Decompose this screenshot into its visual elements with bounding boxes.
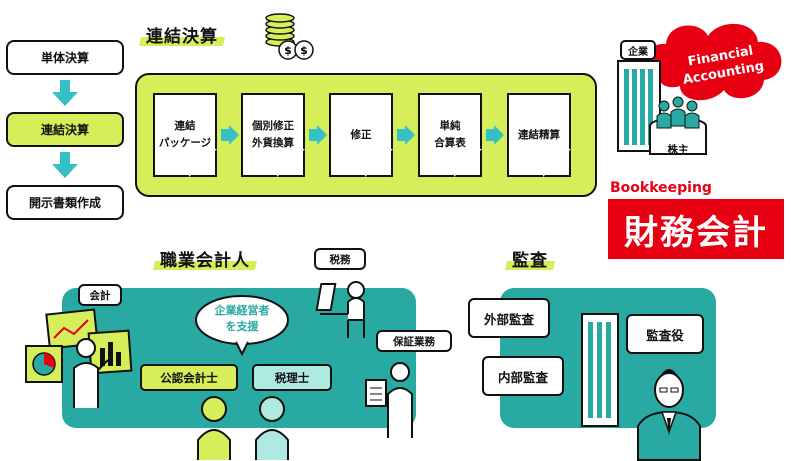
doc-line1: 個別修正 xyxy=(252,120,294,133)
internal-audit-bubble: 内部監査 xyxy=(482,356,564,396)
assurance-bubble: 保証業務 xyxy=(376,330,452,352)
doc-arrow-4 xyxy=(486,125,504,145)
doc-text: 個別修正外貨換算 xyxy=(252,118,294,152)
doc-line2: 合算表 xyxy=(434,137,466,149)
doc-individual-adjustment: 個別修正外貨換算 xyxy=(241,93,305,177)
audit-title-text: 監査 xyxy=(512,251,548,271)
doc-arrow-1 xyxy=(221,125,239,145)
support-bubble: 企業経営者 を支援 xyxy=(194,303,290,335)
assurance-worker-icon xyxy=(365,362,413,438)
accounting-bubble: 会計 xyxy=(78,284,122,306)
bookkeeping-en: Bookkeeping xyxy=(610,180,712,196)
doc-consolidation-worksheet: 連結精算 xyxy=(507,93,571,177)
consolidated-title-text: 連結決算 xyxy=(146,27,218,47)
support-bubble-shape xyxy=(195,295,289,357)
shareholders-label: 株主 xyxy=(660,142,696,157)
tax-bubble-text: 税務 xyxy=(329,253,351,266)
professionals-title: 職業会計人 xyxy=(153,246,257,271)
professionals-title-text: 職業会計人 xyxy=(160,251,250,271)
doc-line1: 連結精算 xyxy=(518,128,560,141)
doc-arrow-3 xyxy=(397,125,415,145)
zaimu-text: 財務会計 xyxy=(624,212,768,253)
cpa-figure-icon xyxy=(197,396,231,460)
flow-arrow-2 xyxy=(52,152,78,178)
doc-arrow-2 xyxy=(309,125,327,145)
auditor-text: 監査役 xyxy=(646,327,684,343)
flow-step-consolidated: 連結決算 xyxy=(6,112,124,147)
tax-bubble: 税務 xyxy=(314,248,366,270)
doc-adjustment: 修正 xyxy=(329,93,393,177)
flow-step-single-settlement: 単体決算 xyxy=(6,40,124,75)
shareholders-icon xyxy=(649,96,707,155)
support-line1: 企業経営者 xyxy=(214,304,270,317)
accounting-bubble-text: 会計 xyxy=(89,289,111,302)
flow-step-disclosure: 開示書類作成 xyxy=(6,185,124,220)
corporate-sign-text: 企業 xyxy=(628,46,648,58)
cpa-label-text: 公認会計士 xyxy=(160,370,218,385)
external-audit-bubble: 外部監査 xyxy=(468,298,550,338)
tax-accountant-label: 税理士 xyxy=(252,364,332,391)
internal-audit-text: 内部監査 xyxy=(497,369,548,385)
auditor-bubble: 監査役 xyxy=(626,314,704,354)
flow-step-label: 連結決算 xyxy=(40,123,89,137)
svg-text:$: $ xyxy=(300,44,308,57)
support-line2: を支援 xyxy=(225,320,259,333)
doc-line1: 単純 xyxy=(439,120,461,133)
tax-accountant-figure-icon xyxy=(255,396,289,460)
tax-worker-icon xyxy=(315,281,365,338)
doc-line2: 外貨換算 xyxy=(252,137,294,149)
svg-text:$: $ xyxy=(284,44,292,57)
flow-step-label: 開示書類作成 xyxy=(28,196,101,210)
audit-building-icon xyxy=(581,313,619,427)
doc-line1: 連結 xyxy=(174,120,196,133)
cpa-label: 公認会計士 xyxy=(140,364,238,391)
bookkeeping-text: Bookkeeping xyxy=(610,180,712,196)
assurance-bubble-text: 保証業務 xyxy=(393,335,435,348)
doc-line2: パッケージ xyxy=(158,137,212,149)
corporate-sign: 企業 xyxy=(620,40,656,60)
coins-icon: $ $ xyxy=(265,13,314,60)
presenter-figure-icon xyxy=(73,338,109,408)
doc-text: 単純合算表 xyxy=(434,118,466,152)
doc-line1: 修正 xyxy=(350,128,372,141)
audit-title: 監査 xyxy=(505,246,555,271)
external-audit-text: 外部監査 xyxy=(483,311,534,327)
red-cloud-badge xyxy=(646,23,782,101)
tax-accountant-text: 税理士 xyxy=(274,370,310,385)
financial-accounting-jp: 財務会計 xyxy=(608,199,784,259)
doc-text: 連結パッケージ xyxy=(159,118,211,152)
doc-simple-aggregate: 単純合算表 xyxy=(418,93,482,177)
auditor-figure-icon xyxy=(637,369,701,461)
flow-step-label: 単体決算 xyxy=(40,51,89,65)
flow-arrow-1 xyxy=(52,80,78,106)
doc-consolidation-package: 連結パッケージ xyxy=(153,93,217,177)
consolidated-title: 連結決算 xyxy=(139,22,225,47)
shareholders-text: 株主 xyxy=(667,144,689,156)
